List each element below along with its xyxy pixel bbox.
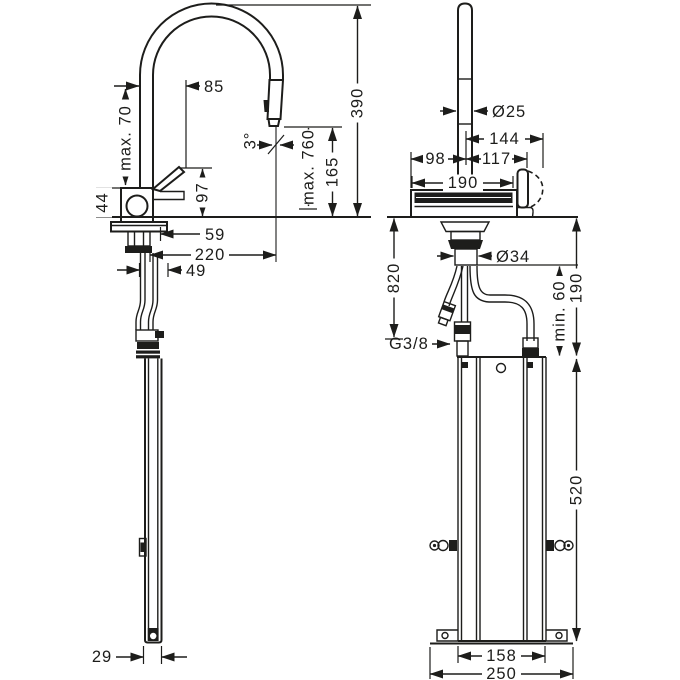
foot-left-screw [441, 631, 449, 640]
spray-head-cap [267, 118, 281, 127]
front-view-dimensions: Ø25 144 98 117 190 Ø34 820 min. 60 190 [384, 103, 586, 680]
under-sink-box [429, 356, 574, 645]
g38-fitting-nut [454, 325, 471, 334]
hose-rib [136, 350, 160, 354]
spout-outer-profile [139, 2, 284, 188]
clip-right-pin [566, 543, 571, 548]
handle-base [517, 206, 534, 218]
box-inlet-left [456, 340, 469, 357]
connector-tab [155, 331, 164, 338]
dim-label-outlet-offset: 59 [205, 226, 225, 244]
escutcheon-neck [450, 230, 481, 241]
dim-label-lever-max-travel: max. 70 [117, 105, 135, 171]
dim-label-spout-height: 390 [349, 88, 367, 119]
side-view-dimensions: 85 max. 70 44 97 3° max. 760 165 390 [92, 4, 371, 666]
clip-left-wheel [429, 540, 440, 551]
box-screw [527, 362, 533, 368]
side-handle [516, 168, 529, 209]
hose-end-opening [150, 632, 157, 640]
spray-selector-button [263, 100, 269, 112]
escutcheon-front [439, 221, 491, 233]
dim-label-body-width: 190 [448, 174, 479, 192]
mounting-nut-front [448, 240, 483, 249]
supply-pipe [135, 253, 142, 330]
connector-band [137, 342, 159, 349]
clip-left-block [449, 540, 457, 551]
dim-label-base-depth: 49 [186, 262, 206, 280]
supply-pipe [147, 253, 154, 330]
dim-label-spout-reach: 220 [195, 246, 226, 264]
lever-handle [150, 165, 186, 193]
dim-label-body-height: 44 [94, 192, 112, 212]
dim-label-thread-size: G3/8 [389, 335, 429, 353]
hose-left [443, 265, 458, 303]
clip-left-wheel [437, 539, 449, 552]
dim-label-shank-diameter: Ø34 [496, 248, 530, 266]
check-valve [437, 300, 457, 327]
box-top-hole [495, 362, 507, 374]
foot-right-screw [555, 631, 563, 640]
handle-ball-joint [125, 194, 149, 218]
dim-label-box-width: 158 [486, 647, 517, 665]
clip-left-pin [432, 543, 437, 548]
hose-guide-tube [144, 358, 163, 644]
clip-right-wheel [554, 539, 566, 552]
dim-label-spout-diameter: Ø25 [492, 103, 526, 121]
angle-line [267, 134, 285, 155]
hose-rib [136, 355, 160, 359]
dim-label-spray-angle: 3° [242, 132, 260, 150]
foot-right [546, 629, 568, 642]
dim-label-body-left-of-center: 98 [425, 150, 445, 168]
box-screw [462, 362, 468, 368]
dim-label-body-right-of-center: 117 [482, 150, 511, 168]
spray-head [266, 79, 285, 120]
dim-label-box-height: 520 [568, 475, 586, 506]
clip-right-block [546, 540, 554, 551]
dim-label-max-pullout: max. 760 [300, 129, 318, 205]
lever-mount-ledge [153, 190, 185, 201]
spout-inner-profile [152, 15, 271, 188]
spout-column [457, 2, 473, 190]
box-inlet-right-body [522, 337, 539, 349]
hose-curved [476, 265, 535, 341]
tube-clip [138, 537, 147, 557]
dim-label-outlet-height: 165 [324, 157, 342, 188]
dim-label-base-width: 250 [486, 665, 517, 680]
front-view-faucet [410, 2, 544, 357]
escutcheon [110, 221, 168, 233]
mounting-nut [125, 246, 152, 253]
supply-pipe [139, 253, 146, 330]
threaded-shank [454, 248, 478, 266]
mounting-shank [127, 230, 151, 247]
supply-pipe [152, 253, 159, 330]
dim-label-lever-tip-height: 97 [194, 182, 212, 202]
dim-label-min-clearance: min. 60 [551, 280, 569, 341]
handle-swivel-dashed [527, 170, 544, 209]
foot-left [436, 629, 458, 642]
hose-curved [469, 265, 528, 341]
dim-label-spout-to-lever-offset: 85 [204, 78, 224, 96]
box-inlet-right-nut [522, 348, 539, 357]
dim-label-under-counter-depth: 190 [568, 273, 586, 304]
hose-connector [135, 329, 159, 342]
dim-label-center-to-handle: 144 [489, 130, 520, 148]
dim-label-hose-guide-depth: 29 [92, 648, 112, 666]
dim-label-hose-length: 820 [385, 263, 403, 294]
side-view-faucet [110, 2, 285, 644]
tube-clip-latch [140, 542, 146, 552]
